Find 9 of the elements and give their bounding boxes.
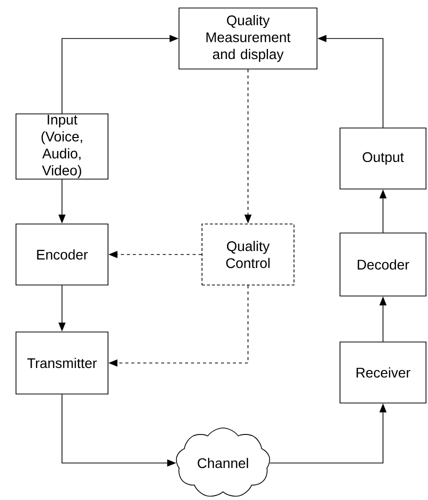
process-box: Output	[340, 128, 426, 190]
process-box: Decoder	[340, 232, 426, 296]
process-box: Quality Control	[202, 224, 294, 286]
process-box: Transmitter	[16, 332, 108, 394]
process-box: Input (Voice, Audio, Video)	[16, 113, 108, 180]
process-box: Receiver	[340, 342, 426, 404]
channel-cloud: Channel	[176, 428, 270, 497]
process-box: Quality Measurement and display	[178, 8, 318, 70]
process-box: Encoder	[16, 224, 108, 286]
